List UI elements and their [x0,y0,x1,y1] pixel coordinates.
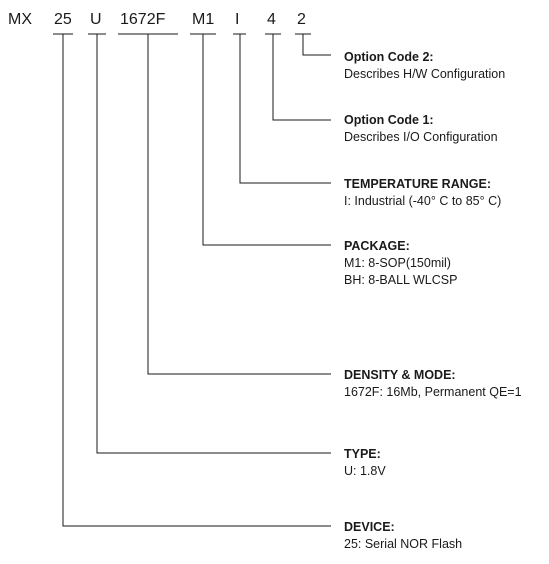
segment-device: 25 [54,11,72,28]
field-description: U: 1.8V [344,464,386,478]
segment-option-2: 2 [297,11,306,28]
field-title: PACKAGE: [344,239,410,253]
segment-package: M1 [192,11,215,28]
leader-package [202,34,331,246]
leader-type [96,34,331,454]
field-title: DEVICE: [344,520,395,534]
field-description: I: Industrial (-40° C to 85° C) [344,194,502,208]
field-title: Option Code 2: [344,50,434,64]
segment-temperature: I [235,11,240,28]
leader-density [147,34,331,375]
field-type: TYPE: U: 1.8V [344,446,386,480]
segment-density: 1672F [120,11,166,28]
field-title: Option Code 1: [344,113,434,127]
field-title: TEMPERATURE RANGE: [344,177,491,191]
field-description: 1672F: 16Mb, Permanent QE=1 [344,385,522,399]
leader-temperature [239,34,331,184]
leader-device [62,34,331,527]
field-option-1: Option Code 1: Describes I/O Configurati… [344,112,498,146]
prefix-mx: MX [8,11,32,28]
field-description: Describes I/O Configuration [344,130,498,144]
field-title: TYPE: [344,447,381,461]
field-option-2: Option Code 2: Describes H/W Configurati… [344,49,505,83]
field-device: DEVICE: 25: Serial NOR Flash [344,519,462,553]
field-temperature-range: TEMPERATURE RANGE: I: Industrial (-40° C… [344,176,501,210]
field-description: 25: Serial NOR Flash [344,537,463,551]
field-density-mode: DENSITY & MODE: 1672F: 16Mb, Permanent Q… [344,367,522,401]
leader-option-1 [272,34,331,121]
field-description: M1: 8-SOP(150mil) [344,256,451,270]
field-description: BH: 8-BALL WLCSP [344,273,458,287]
leader-option-2 [302,34,331,56]
field-description: Describes H/W Configuration [344,67,506,81]
field-title: DENSITY & MODE: [344,368,456,382]
field-package: PACKAGE: M1: 8-SOP(150mil) BH: 8-BALL WL… [344,238,457,289]
segment-option-1: 4 [267,11,276,28]
segment-type: U [90,11,102,28]
